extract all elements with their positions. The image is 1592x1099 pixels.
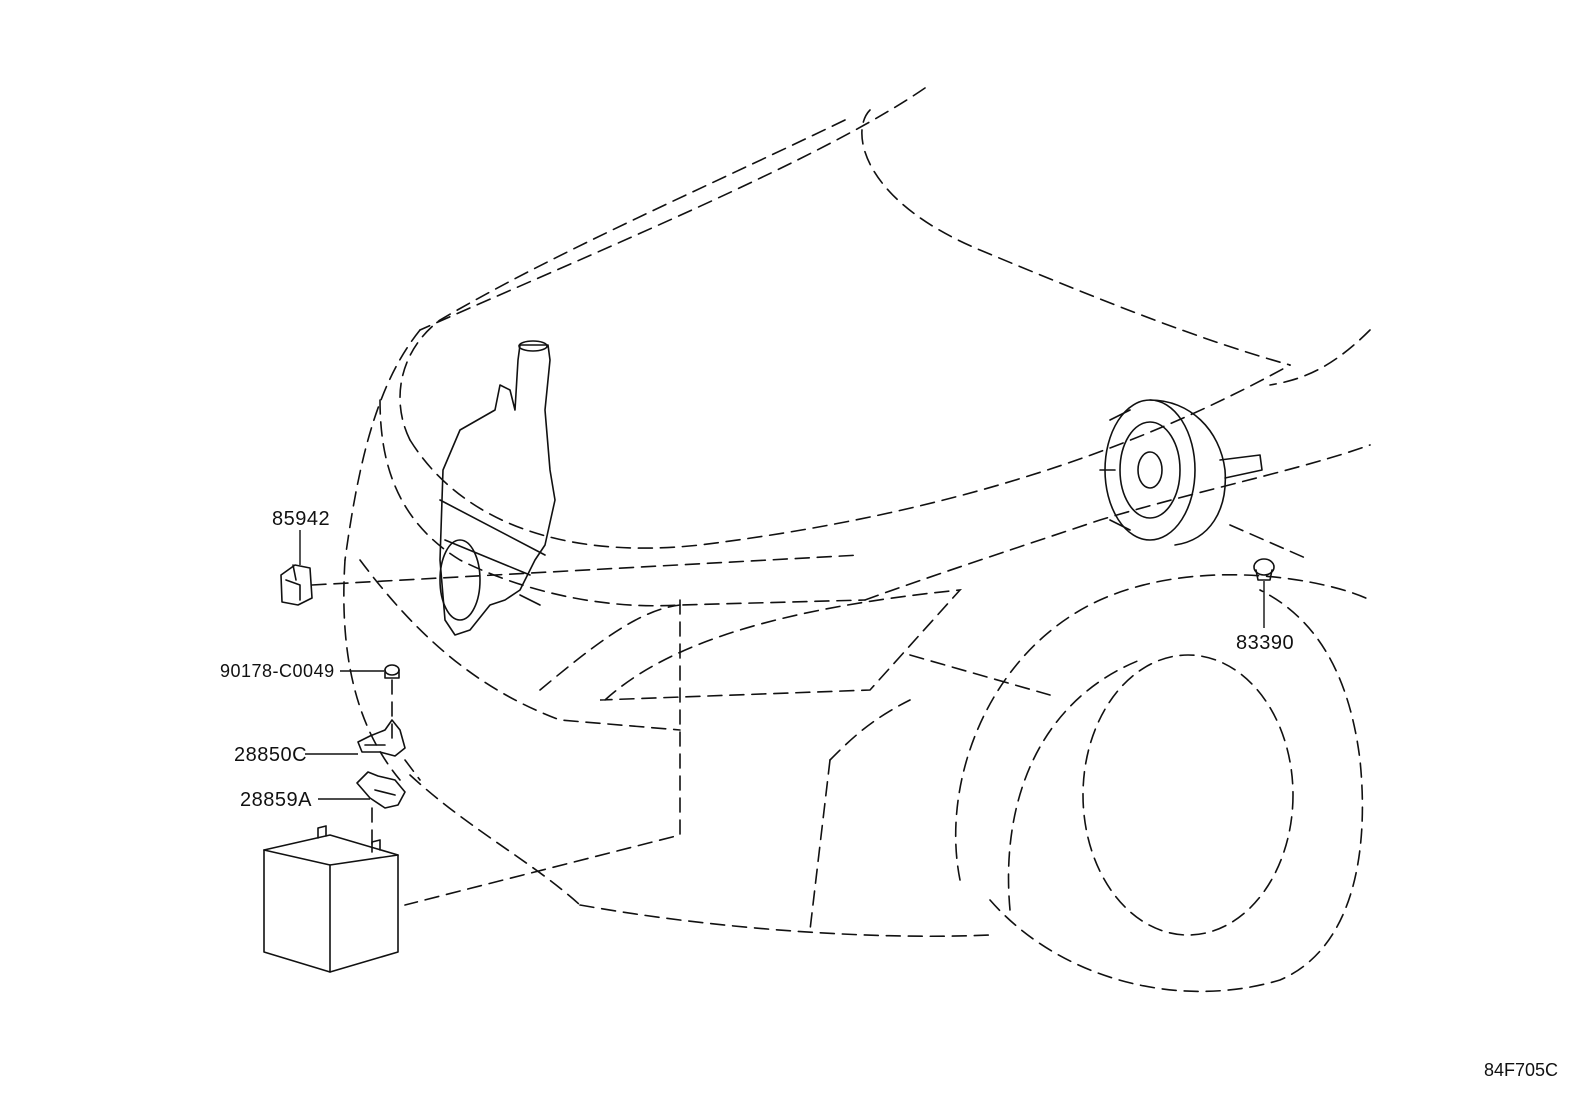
- washer-tank: [439, 340, 556, 636]
- clamp-upper-part: [357, 719, 406, 757]
- part-label-horn-bracket: 85942: [272, 508, 331, 530]
- grommet-part: [1253, 558, 1275, 581]
- bolt-part: [384, 664, 400, 679]
- part-label-grommet: 83390: [1236, 632, 1295, 654]
- horn-bracket-leader: [311, 554, 861, 586]
- figure-code: 84F705C: [1484, 1060, 1559, 1080]
- horn-bracket-part: [280, 564, 313, 606]
- brake-booster: [1099, 399, 1263, 546]
- vehicle-outline: [343, 87, 1371, 993]
- clamp-lower-part: [356, 771, 406, 809]
- battery-part: [263, 825, 399, 973]
- part-label-clamp-lower: 28859A: [240, 789, 312, 811]
- clamp-to-body-leader: [404, 759, 421, 781]
- part-label-bolt: 90178-C0049: [220, 661, 335, 681]
- part-label-clamp-upper: 28850C: [234, 744, 308, 766]
